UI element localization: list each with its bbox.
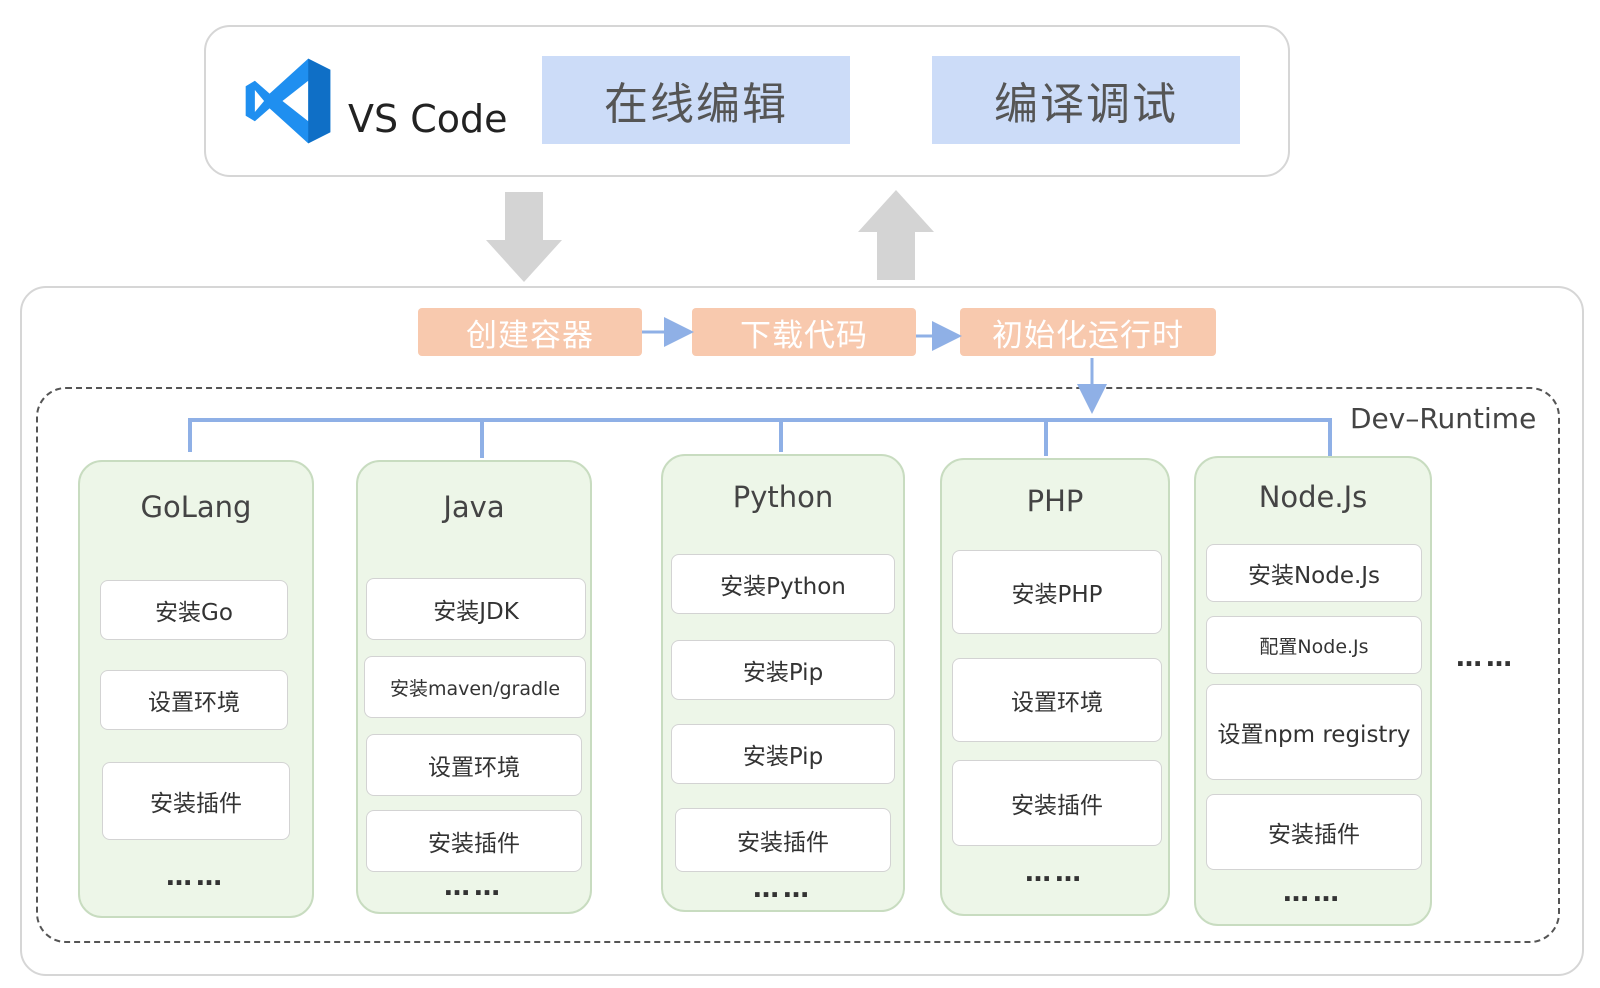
- lang-step: 设置环境: [366, 734, 582, 796]
- lang-column-python: Python 安装Python 安装Pip 安装Pip 安装插件 ……: [661, 454, 905, 912]
- down-arrow-icon: [486, 192, 562, 282]
- lang-column-golang: GoLang 安装Go 设置环境 安装插件 ……: [78, 460, 314, 918]
- lang-column-java: Java 安装JDK 安装maven/gradle 设置环境 安装插件 ……: [356, 460, 592, 914]
- lang-step: 安装插件: [102, 762, 290, 840]
- lang-step: 安装插件: [1206, 794, 1422, 870]
- lang-step: 设置环境: [952, 658, 1162, 742]
- lang-step: 安装插件: [952, 760, 1162, 846]
- lang-step: 安装JDK: [366, 578, 586, 640]
- download-code-step: 下载代码: [692, 308, 916, 356]
- more-ellipsis: ……: [444, 872, 504, 902]
- lang-title: GoLang: [140, 490, 252, 524]
- lang-title: Python: [732, 480, 834, 514]
- lang-column-php: PHP 安装PHP 设置环境 安装插件 ……: [940, 458, 1170, 916]
- compile-debug-box: 编译调试: [932, 56, 1240, 144]
- vscode-title: VS Code: [348, 97, 508, 141]
- lang-step: 安装Python: [671, 554, 895, 614]
- more-ellipsis: ……: [1025, 858, 1085, 888]
- dev-runtime-region: [36, 387, 1560, 943]
- dev-runtime-label: Dev–Runtime: [1350, 402, 1537, 435]
- lang-step: 设置环境: [100, 670, 288, 730]
- vscode-logo-icon: [245, 58, 331, 144]
- init-runtime-step: 初始化运行时: [960, 308, 1216, 356]
- lang-column-nodejs: Node.Js 安装Node.Js 配置Node.Js 设置npm regist…: [1194, 456, 1432, 926]
- more-languages-ellipsis: ……: [1456, 643, 1516, 673]
- lang-title: Node.Js: [1258, 480, 1368, 514]
- lang-step: 设置npm registry: [1206, 684, 1422, 780]
- lang-step: 安装Node.Js: [1206, 544, 1422, 602]
- lang-step: 安装Go: [100, 580, 288, 640]
- runtime-bus-line: [188, 418, 1332, 456]
- lang-step: 安装Pip: [671, 724, 895, 784]
- lang-step: 安装PHP: [952, 550, 1162, 634]
- lang-step: 安装Pip: [671, 640, 895, 700]
- lang-step: 安装插件: [366, 810, 582, 872]
- lang-step: 安装插件: [675, 808, 891, 872]
- more-ellipsis: ……: [753, 874, 813, 904]
- more-ellipsis: ……: [1283, 878, 1343, 908]
- lang-title: Java: [443, 490, 505, 524]
- lang-title: PHP: [1026, 484, 1084, 518]
- vscode-panel: VS Code 在线编辑 编译调试: [204, 25, 1290, 177]
- lang-step: 配置Node.Js: [1206, 616, 1422, 674]
- more-ellipsis: ……: [166, 862, 226, 892]
- lang-step: 安装maven/gradle: [364, 656, 586, 718]
- online-edit-box: 在线编辑: [542, 56, 850, 144]
- create-container-step: 创建容器: [418, 308, 642, 356]
- up-arrow-icon: [858, 190, 934, 280]
